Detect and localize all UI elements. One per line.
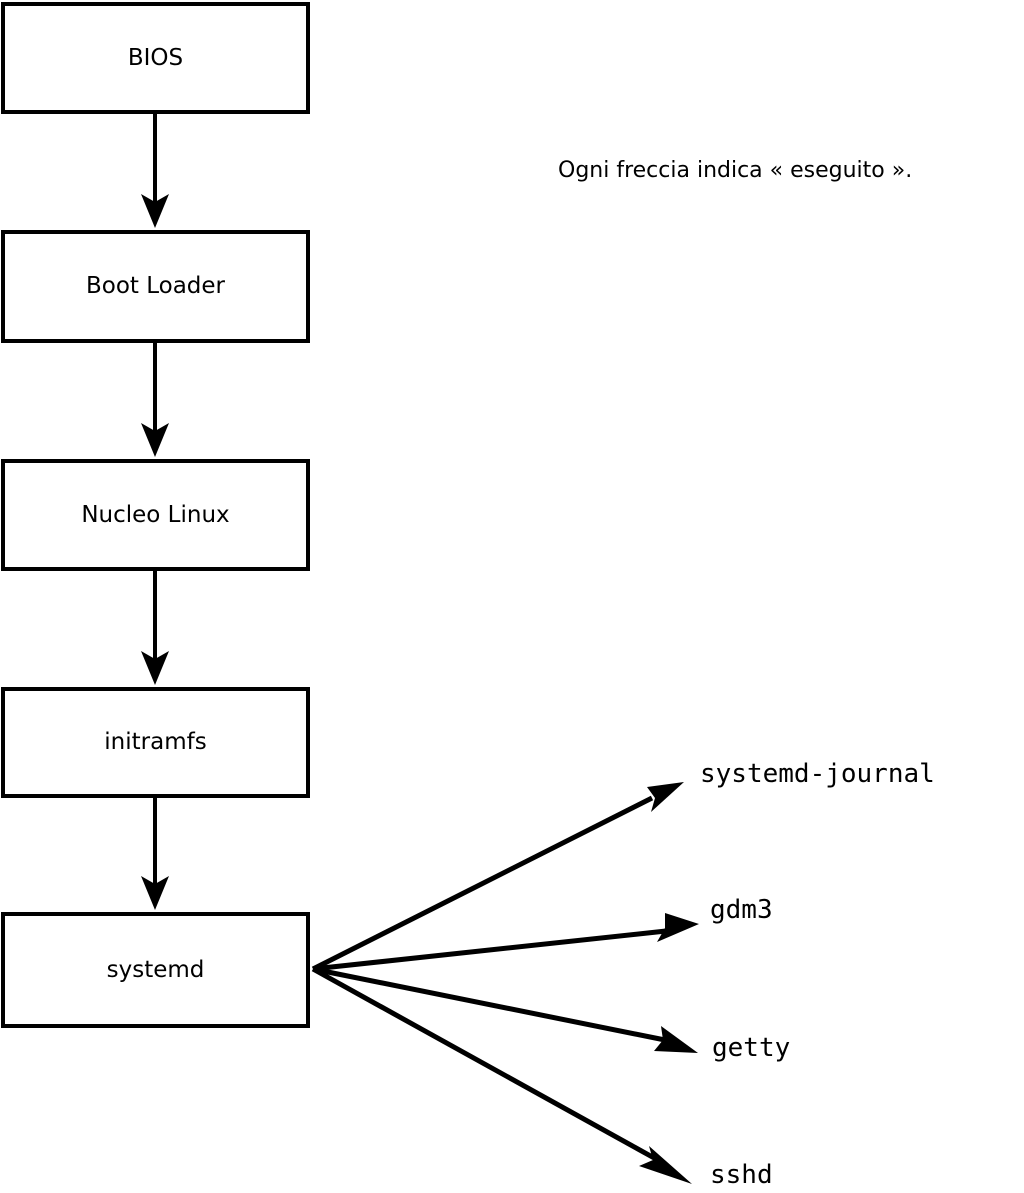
stage-label-nucleo-linux: Nucleo Linux	[81, 501, 230, 528]
service-arrow-sshd	[311, 966, 692, 1184]
service-label-systemd-journal: systemd-journal	[700, 759, 935, 789]
service-arrow-systemd-journal	[311, 782, 684, 972]
stage-box-initramfs[interactable]: initramfs	[1, 687, 310, 798]
service-label-sshd: sshd	[710, 1160, 773, 1190]
sequence-arrow-initramfs-to-systemd	[141, 798, 169, 910]
sequence-arrow-nucleo-linux-to-initramfs	[141, 571, 169, 685]
diagram-caption: Ogni freccia indica « eseguito ».	[558, 158, 913, 183]
stage-box-nucleo-linux[interactable]: Nucleo Linux	[1, 459, 310, 571]
service-arrow-getty	[312, 966, 698, 1053]
service-label-gdm3: gdm3	[710, 895, 773, 925]
sequence-arrow-bios-to-boot-loader	[141, 114, 169, 228]
stage-label-boot-loader: Boot Loader	[85, 273, 226, 299]
service-label-getty: getty	[712, 1033, 791, 1063]
stage-box-bios[interactable]: BIOS	[1, 2, 310, 114]
service-arrow-gdm3	[312, 913, 699, 972]
stage-label-bios: BIOS	[127, 44, 184, 71]
sequence-arrow-boot-loader-to-nucleo-linux	[141, 343, 169, 457]
stage-box-systemd[interactable]: systemd	[1, 912, 310, 1028]
stage-label-systemd: systemd	[106, 956, 205, 983]
stage-box-boot-loader[interactable]: Boot Loader	[1, 230, 310, 343]
stage-label-initramfs: initramfs	[104, 729, 207, 755]
